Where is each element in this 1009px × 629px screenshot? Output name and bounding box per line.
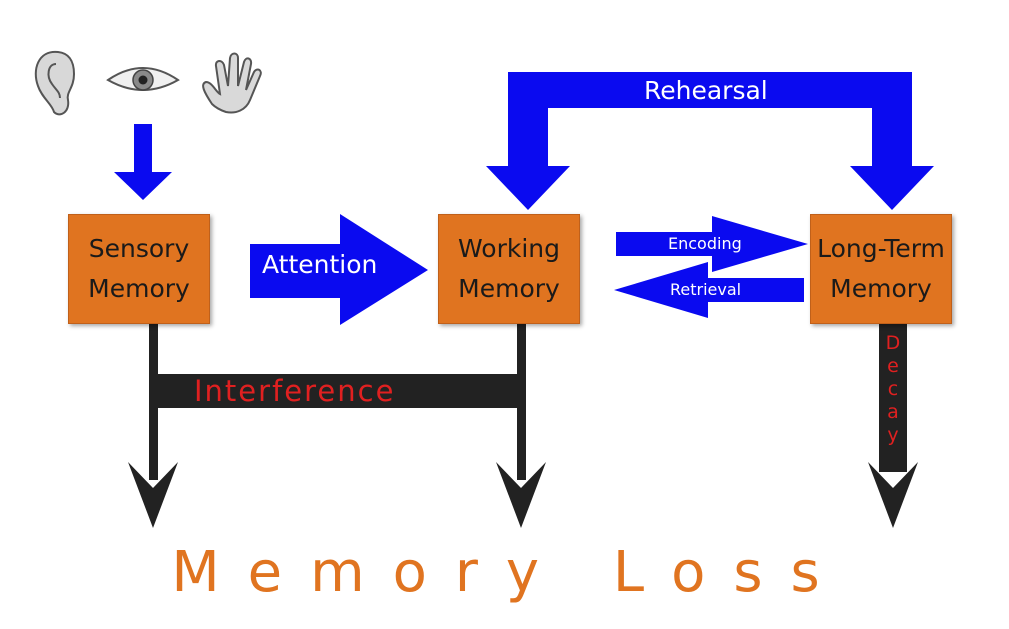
long-term-memory-box: Long-Term Memory bbox=[810, 214, 952, 324]
working-memory-box: Working Memory bbox=[438, 214, 580, 324]
decay-arrow bbox=[868, 322, 918, 528]
ear-icon bbox=[34, 50, 76, 116]
decay-letter: e bbox=[887, 355, 899, 377]
attention-arrow bbox=[250, 214, 428, 325]
working-loss-arrow bbox=[496, 322, 546, 528]
decay-letter: y bbox=[887, 424, 899, 446]
sensory-memory-line2: Memory bbox=[88, 274, 190, 303]
encoding-label: Encoding bbox=[668, 234, 742, 253]
decay-letter: a bbox=[887, 401, 899, 423]
eye-icon bbox=[106, 67, 180, 91]
attention-label: Attention bbox=[262, 250, 378, 279]
decay-label: D e c a y bbox=[878, 332, 908, 447]
retrieval-arrow bbox=[614, 262, 804, 318]
rehearsal-label: Rehearsal bbox=[644, 76, 768, 105]
interference-label: Interference bbox=[194, 374, 396, 408]
rehearsal-arrow bbox=[486, 72, 934, 210]
retrieval-label: Retrieval bbox=[670, 280, 742, 299]
sensory-memory-line1: Sensory bbox=[88, 234, 190, 263]
long-term-memory-line2: Memory bbox=[830, 274, 932, 303]
interference-bar bbox=[158, 374, 518, 408]
working-memory-line2: Memory bbox=[458, 274, 560, 303]
encoding-arrow bbox=[616, 216, 808, 272]
long-term-memory-line1: Long-Term bbox=[817, 234, 945, 263]
memory-loss-title: Memory Loss bbox=[171, 540, 848, 605]
sensory-memory-box: Sensory Memory bbox=[68, 214, 210, 324]
hand-icon bbox=[202, 52, 262, 114]
sensory-loss-arrow bbox=[128, 322, 178, 528]
senses-arrow bbox=[114, 124, 172, 200]
decay-letter: c bbox=[887, 378, 899, 400]
working-memory-line1: Working bbox=[458, 234, 560, 263]
decay-letter: D bbox=[885, 332, 901, 354]
